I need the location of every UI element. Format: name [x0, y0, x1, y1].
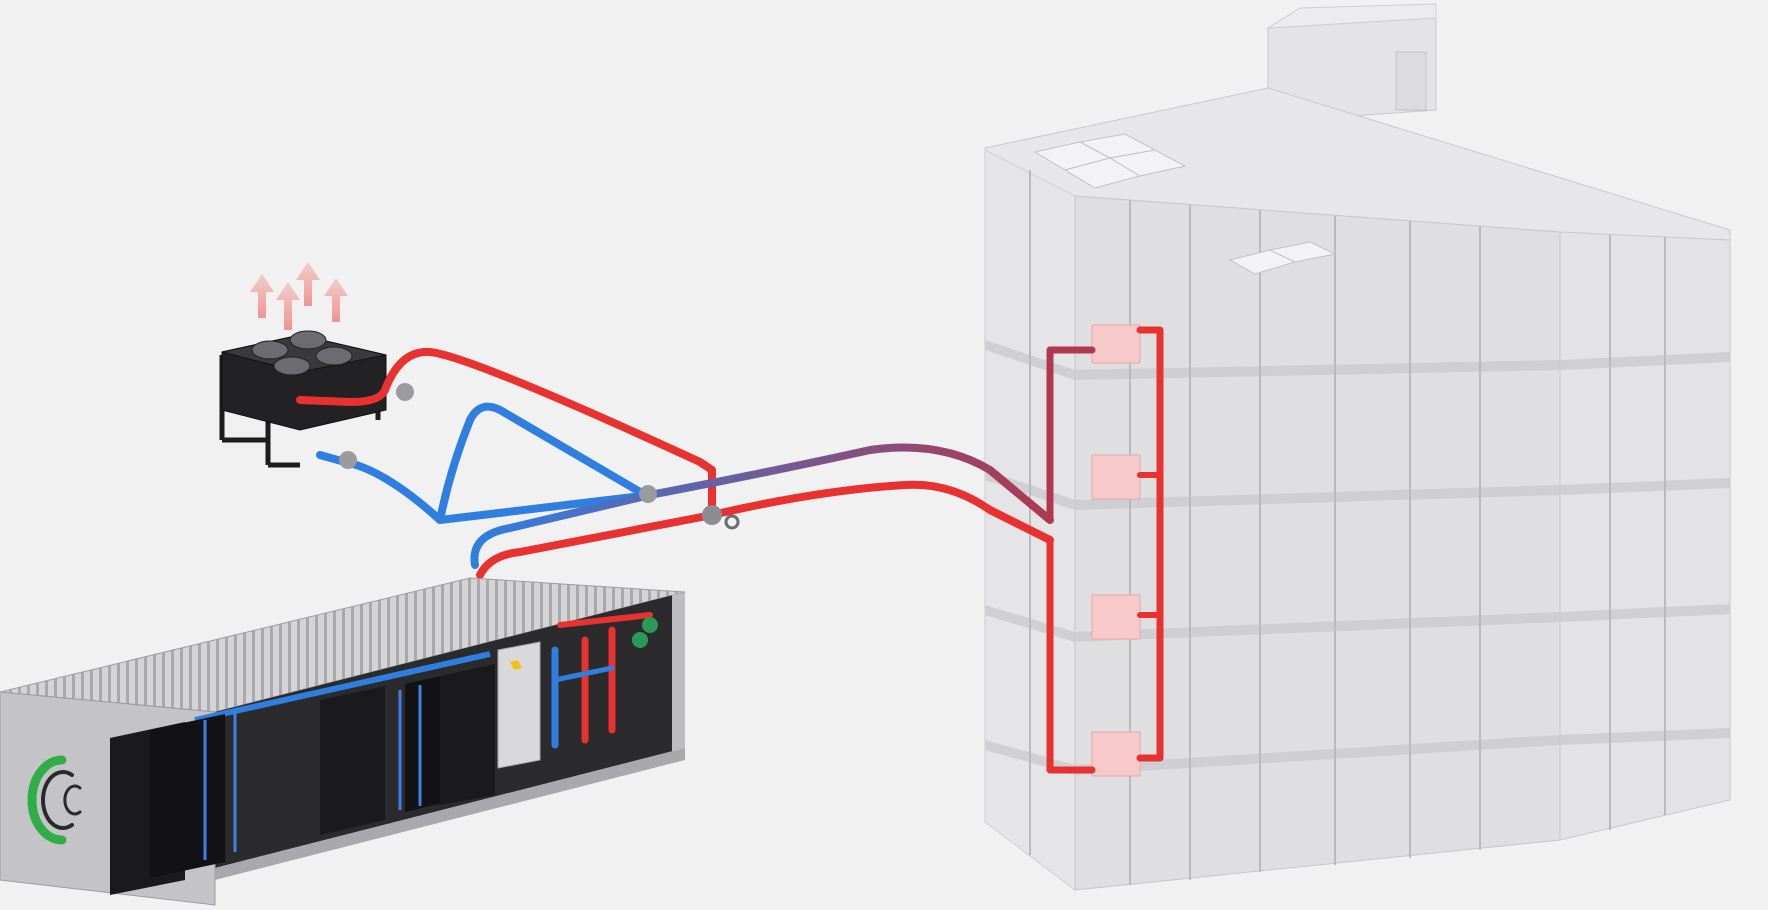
- piping: [296, 347, 1054, 579]
- electrical-cabinet: [497, 641, 541, 769]
- heat-arrow-icon: [276, 282, 300, 330]
- building-return-riser: [1046, 346, 1096, 524]
- dry-cooler-fans: [251, 330, 353, 376]
- building-side-wing: [1559, 231, 1731, 841]
- radiator: [1091, 594, 1141, 640]
- valve-icon: [639, 485, 657, 503]
- radiators: [1091, 324, 1141, 777]
- radiator-header-pipe: [1136, 326, 1164, 762]
- cold-return-to-building: [470, 443, 1054, 569]
- dry-cooler-fan-icon: [315, 346, 353, 366]
- radiator: [1091, 324, 1141, 364]
- warning-sign-icon: [510, 660, 522, 670]
- valve-icon: [702, 505, 722, 525]
- window-mullions: [1029, 170, 1666, 885]
- heat-arrows: [250, 262, 348, 330]
- building-heating-loop: [1046, 326, 1164, 774]
- hot-pipe-drycooler: [296, 347, 716, 519]
- valves: [339, 383, 740, 530]
- rooftop-ac-units: [1033, 133, 1337, 275]
- heat-arrow-icon: [250, 274, 274, 318]
- hydraulic-module: [551, 612, 658, 749]
- dry-cooler-fan-icon: [251, 340, 289, 360]
- building-front-facade: [1074, 195, 1561, 891]
- server-racks: [110, 664, 495, 895]
- dry-cooler: [219, 330, 387, 468]
- connection-port-icon: [642, 617, 658, 633]
- roof-door: [1395, 51, 1427, 111]
- rack-coolant-lines: [203, 685, 422, 860]
- dry-cooler-fan-icon: [273, 356, 311, 376]
- rooftop-stair-house: [1267, 3, 1437, 123]
- valve-icon: [339, 451, 357, 469]
- container-logo-icon: [27, 755, 82, 845]
- dry-cooler-fan-icon: [289, 330, 327, 350]
- radiator: [1091, 454, 1141, 500]
- hot-supply-to-building: [476, 480, 1054, 579]
- floor-slabs: [985, 340, 1730, 775]
- server-rack: [320, 686, 385, 835]
- valve-icon: [396, 383, 414, 401]
- server-rack: [440, 664, 495, 805]
- server-rack: [150, 714, 225, 878]
- connection-port-icon: [632, 632, 648, 648]
- heat-arrow-icon: [324, 278, 348, 322]
- radiator: [1091, 731, 1141, 777]
- office-building: [984, 3, 1731, 892]
- data-center-container: [0, 577, 686, 906]
- building-supply-riser: [1046, 536, 1096, 774]
- heat-arrow-icon: [296, 262, 320, 306]
- cable-tray: [194, 651, 491, 723]
- valve-handwheel-icon: [724, 514, 740, 530]
